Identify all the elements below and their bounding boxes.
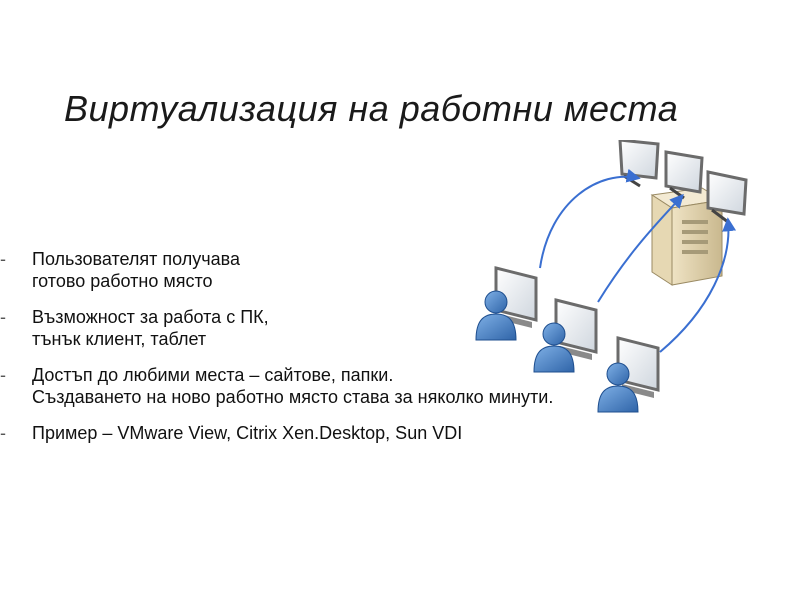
bullet-item: - Пользователят получава готово работно … xyxy=(0,248,794,292)
arrow-icon xyxy=(597,193,684,303)
bullet-marker: - xyxy=(0,365,6,385)
user-icon xyxy=(475,290,517,341)
bullet-marker: - xyxy=(0,249,6,269)
arrow-icon xyxy=(539,168,641,269)
bullet-item: - Пример – VMware View, Citrix Xen.Deskt… xyxy=(0,422,794,444)
bullet-item: - Възможност за работа с ПК, тънък клиен… xyxy=(0,306,794,350)
monitor-icon xyxy=(706,170,748,224)
bullet-text: Възможност за работа с ПК, тънък клиент,… xyxy=(32,307,269,349)
arrow-icon xyxy=(659,217,737,353)
monitor-icon xyxy=(618,140,660,188)
bullet-text: Пример – VMware View, Citrix Xen.Desktop… xyxy=(32,423,463,443)
bullet-text: Пользователят получава готово работно мя… xyxy=(32,249,241,291)
user-icon xyxy=(597,362,639,413)
bullet-marker: - xyxy=(0,423,6,443)
bullet-list: - Пользователят получава готово работно … xyxy=(0,248,794,458)
bullet-marker: - xyxy=(0,307,6,327)
slide-title: Виртуализация на работни места xyxy=(64,88,679,129)
vdi-diagram xyxy=(475,140,748,413)
user-icon xyxy=(533,322,575,373)
bullet-text: Достъп до любими места – сайтове, папки.… xyxy=(32,365,554,407)
bullet-item: - Достъп до любими места – сайтове, папк… xyxy=(0,364,794,408)
